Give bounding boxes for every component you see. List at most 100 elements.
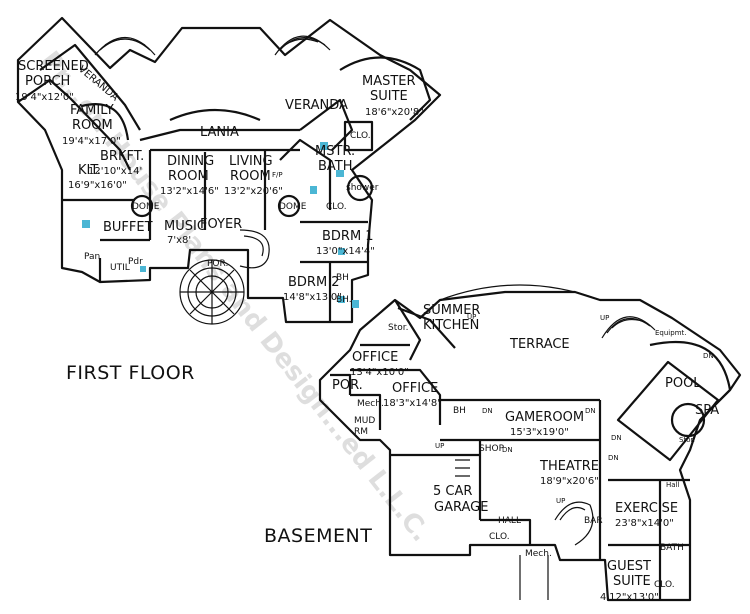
screened-porch-dims: 19'4"x12'0" [15, 92, 74, 103]
kit-dims: 16'9"x16'0" [68, 180, 127, 191]
stor-label: Stor. [388, 323, 408, 333]
office1-dims: 13'4"x10'0" [350, 367, 409, 378]
family-room-label: FAMILY [70, 103, 114, 118]
terrace-arc [439, 284, 601, 301]
screened-porch-label: SCREENED [18, 59, 89, 74]
screened-porch-label-2: PORCH [25, 74, 70, 89]
pool-basin [616, 360, 720, 462]
mstr-bath-label: MSTR. [315, 144, 355, 159]
dn-label-2: DN [585, 407, 596, 415]
stor-wall [394, 299, 422, 361]
master-suite-label-2: SUITE [370, 89, 408, 104]
portico-label: POR. [207, 259, 228, 269]
bath-basement-label: BATH [660, 543, 684, 553]
bath-closet-label: CLO. [326, 202, 347, 212]
master-wall [299, 98, 354, 151]
bdrm1-label: BDRM 1 [322, 229, 374, 244]
fireplace-label: F/P [272, 171, 283, 179]
lania-label: LANIA [200, 125, 239, 140]
up-label-4: UP [556, 497, 565, 505]
foyer-label: FOYER [200, 217, 242, 232]
bh-basement-label: BH [453, 406, 466, 416]
bath2-label: BH. [336, 295, 352, 305]
hall-wall [480, 518, 532, 545]
master-suite-bay [339, 56, 432, 121]
dome-left-label: DOME [132, 202, 160, 212]
dn-label-4: DN [502, 446, 513, 454]
lania-arc [169, 108, 261, 122]
exercise-dims: 23'8"x14'0" [615, 518, 674, 529]
brkft-label: BRKFT. [100, 149, 144, 164]
bdrm2-label: BDRM 2 [288, 275, 340, 290]
up-label-3: UP [435, 442, 444, 450]
por-basement-label: POR. [332, 378, 363, 393]
guest-suite-dims: 4'12"x13'0" [600, 592, 659, 603]
summer-kitchen-label: SUMMER [423, 303, 480, 318]
buffet-label: BUFFET [103, 220, 153, 235]
first-floor-walls [16, 16, 442, 324]
dome-right-label: DOME [279, 202, 307, 212]
living-room-label-2: ROOM [230, 169, 271, 184]
office2-dims: 18'3"x14'8" [383, 398, 442, 409]
dome-left [130, 194, 154, 218]
dining-room-label: DINING [167, 154, 214, 169]
dn-pool-label: DN [703, 352, 714, 360]
first-floor-stairs [94, 35, 331, 325]
music-dims: 7'x8' [167, 235, 191, 246]
mech-label: Mech. [525, 549, 552, 559]
dome-right [277, 194, 301, 218]
shower-label: shower [346, 183, 379, 193]
por-wall [330, 373, 352, 395]
spa-label: SPA [695, 403, 719, 418]
dining-room-dims: 13'2"x14'6" [160, 186, 219, 197]
kit-label: KIT. [78, 163, 101, 178]
dn-label-5: DN [608, 454, 619, 462]
garage-label-2: GARAGE [434, 500, 488, 515]
office2-wall [350, 368, 442, 425]
mud-room-label-2: RM [354, 427, 368, 437]
foyer-stair [239, 229, 270, 269]
first-floor-heading: FIRST FLOOR [66, 362, 195, 384]
bath1-label: BH [336, 273, 349, 283]
wall-bath [279, 138, 332, 210]
theatre-dims: 18'9"x20'6" [540, 476, 599, 487]
mstr-bath-label-2: BATH [318, 159, 353, 174]
mud-room-label: MUD [354, 416, 375, 426]
theatre-label: THEATRE [539, 459, 599, 474]
master-suite-dims: 18'6"x20'8" [365, 107, 424, 118]
brkft-dims: 12'10"x14' [88, 166, 142, 177]
mech-left-label: Mech. [357, 399, 384, 409]
living-room-dims: 13'2"x20'6" [224, 186, 283, 197]
powder-label: Pdr [128, 257, 143, 267]
veranda-right-label: VERANDA [285, 98, 348, 113]
dn-label-3: DN [611, 434, 622, 442]
exercise-label: EXERCISE [615, 501, 678, 516]
porch-wall [17, 78, 71, 103]
basement-labels: SUMMER KITCHEN UP Stor. TERRACE UP Equip… [332, 303, 719, 603]
summer-kitchen-wall [397, 306, 456, 349]
gameroom-dims: 15'3"x19'0" [510, 427, 569, 438]
dn-label-1: DN [482, 407, 493, 415]
pantry-label: Pan [84, 252, 100, 262]
office1-label: OFFICE [352, 350, 398, 365]
shower-enclosure [346, 174, 374, 202]
terrace-label: TERRACE [509, 337, 570, 352]
clo-basement-label: CLO. [489, 532, 510, 542]
stor-right-label: Stor. [679, 436, 695, 444]
pool-edge [649, 340, 732, 421]
shop-label: SHOP [479, 444, 505, 454]
up-label-1: UP [467, 313, 476, 321]
gameroom-label: GAMEROOM [505, 410, 584, 425]
guest-closet-label: CLO. [654, 580, 675, 590]
family-room-label-2: ROOM [72, 118, 113, 133]
basement-stairs [439, 284, 656, 600]
music-label: MUSIC [164, 219, 206, 234]
bdrm2-dims: 14'8"x13'0" [283, 292, 342, 303]
utility-label: UTIL [110, 263, 130, 273]
theatre-stair [554, 501, 594, 546]
hall-label: HALL [498, 516, 521, 526]
pool-label: POOL [665, 376, 701, 391]
first-floor-outline [16, 16, 442, 324]
first-floor-labels: SCREENED PORCH 19'4"x12'0" VERANDA FAMIL… [15, 59, 424, 305]
